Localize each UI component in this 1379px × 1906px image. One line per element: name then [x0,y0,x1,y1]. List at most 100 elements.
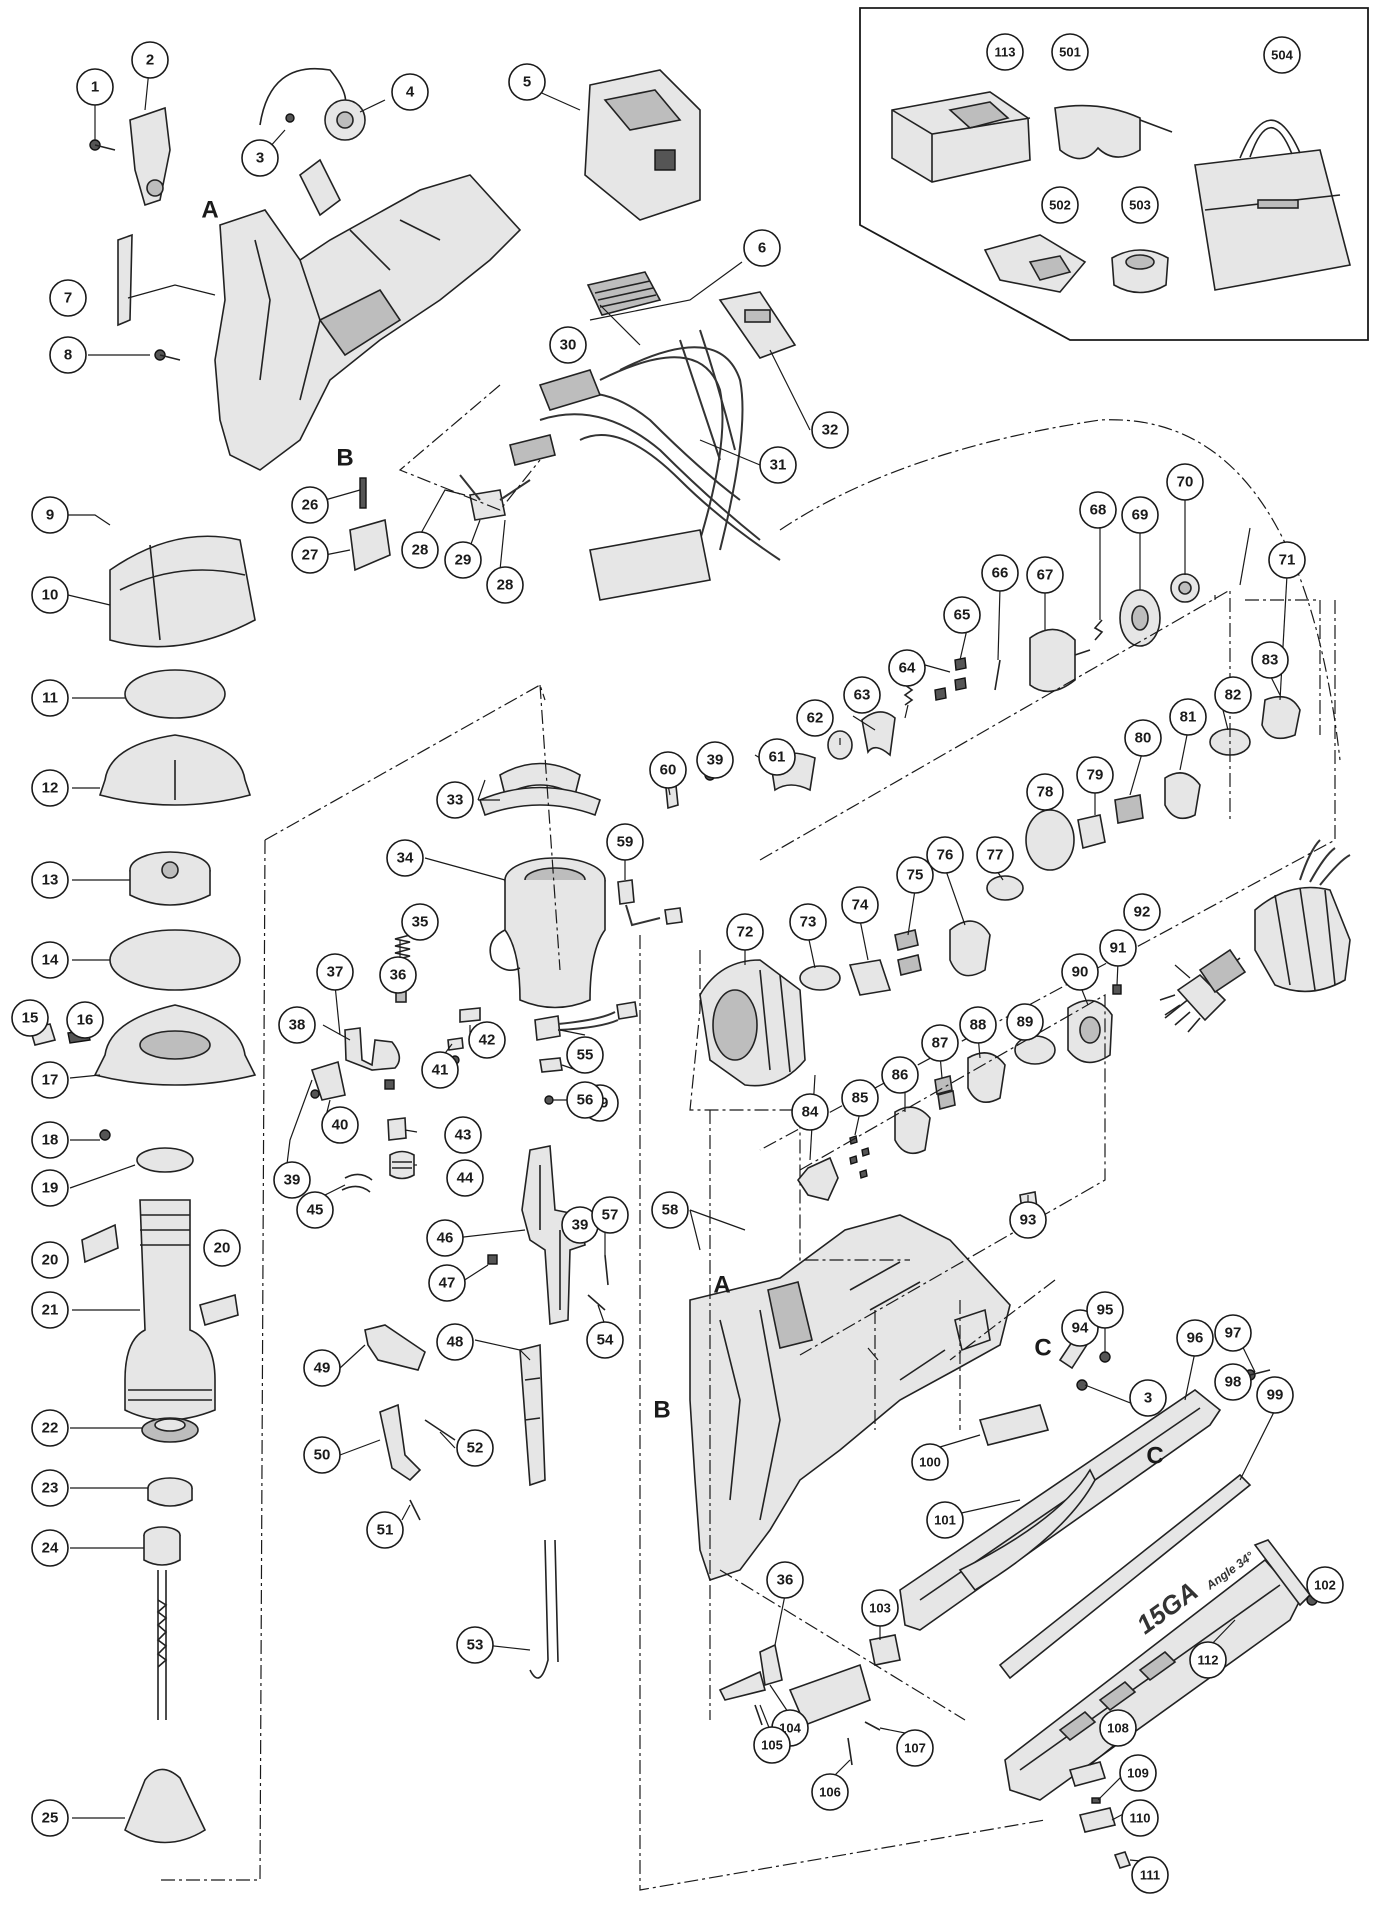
callout-circle [1051,33,1089,71]
callout-number: 8 [64,347,72,364]
callout-circle [468,1021,506,1059]
callout-circle [789,903,827,941]
callout-number: 23 [42,1480,59,1497]
callout-circle [508,63,546,101]
callout-number: 113 [995,45,1016,60]
callout-circle [391,73,429,111]
callout-circle [841,1079,879,1117]
callout-circle [926,836,964,874]
callout-circle [586,1321,624,1359]
callout-number: 3 [1144,1390,1152,1407]
callout-circle [379,956,417,994]
callout-number: 10 [42,587,59,604]
callout-102: 102 [1306,1566,1344,1604]
terminal-29 [459,474,531,521]
callout-32: 32 [811,411,849,449]
callout-number: 84 [802,1104,819,1121]
callout-number: 25 [42,1810,59,1827]
callout-89: 89 [1006,1003,1044,1041]
callout-14: 14 [31,941,69,979]
callout-number: 85 [852,1090,869,1107]
callout-circle [436,781,474,819]
callout-66: 66 [981,554,1019,592]
callout-85: 85 [841,1079,879,1117]
callout-25: 25 [31,1799,69,1837]
callout-number: 57 [602,1207,619,1224]
callout-number: 110 [1130,1811,1151,1826]
ring-11 [124,669,226,719]
callout-number: 76 [937,847,954,864]
callout-circle [273,1161,311,1199]
callout-number: 94 [1072,1320,1089,1337]
valve-43-44 [341,1117,415,1193]
callout-number: 30 [560,337,577,354]
callout-number: 46 [437,1230,454,1247]
callout-circle [456,1429,494,1467]
callout-circle [1176,1319,1214,1357]
callout-92: 92 [1123,893,1161,931]
callout-circle [1026,773,1064,811]
callout-22: 22 [31,1409,69,1447]
callout-13: 13 [31,861,69,899]
callout-circle [444,541,482,579]
callout-circle [566,1081,604,1119]
gear-set-2 [797,984,1122,1201]
callout-38: 38 [278,1006,316,1044]
switch-55 [534,1001,638,1105]
callout-number: 24 [42,1540,59,1557]
callout-number: 63 [854,687,871,704]
callout-72: 72 [726,913,764,951]
callout-number: 9 [46,507,54,524]
callout-circle [791,1093,829,1131]
callout-circle [31,1469,69,1507]
callout-number: 34 [397,850,414,867]
callout-43: 43 [444,1116,482,1154]
callout-number: 28 [412,542,429,559]
head-34 [489,857,606,1009]
callout-41: 41 [421,1051,459,1089]
callout-number: 7 [64,290,72,307]
letter-b-top: B [336,445,353,472]
callout-60: 60 [649,751,687,789]
seal-33 [479,762,601,817]
assembly-letters: A B A B C C [201,197,1163,1470]
callout-97: 97 [1214,1314,1252,1352]
bearing-22 [141,1417,199,1443]
callout-40: 40 [321,1106,359,1144]
callout-number: 13 [42,872,59,889]
callout-circle [436,1323,474,1361]
callout-3: 3 [1129,1379,1167,1417]
piston-24 [143,1526,181,1720]
callout-55: 55 [566,1036,604,1074]
callout-circle [1268,541,1306,579]
callout-circle [1189,1641,1227,1679]
callout-81: 81 [1169,698,1207,736]
callout-circle [31,1529,69,1567]
callout-number: 53 [467,1637,484,1654]
callout-number: 44 [457,1170,474,1187]
callout-circle [31,861,69,899]
callout-number: 27 [302,547,319,564]
callout-501: 501 [1051,33,1089,71]
callout-circle [743,229,781,267]
callout-number: 33 [447,792,464,809]
callout-number: 32 [822,422,839,439]
callout-number: 42 [479,1032,496,1049]
callout-108: 108 [1099,1709,1137,1747]
accessory-box [859,7,1369,341]
small-parts-center [310,989,481,1101]
callout-18: 18 [31,1121,69,1159]
callout-37: 37 [316,953,354,991]
callout-number: 2 [146,52,154,69]
callout-circle [296,1191,334,1229]
callout-circle [753,1726,791,1764]
callout-number: 41 [432,1062,449,1079]
callout-circle [1124,719,1162,757]
callout-86: 86 [881,1056,919,1094]
callout-circle [1099,1709,1137,1747]
callout-circle [981,554,1019,592]
rail-100 [998,1473,1252,1680]
callout-circle [31,1291,69,1329]
callout-circle [31,496,69,534]
